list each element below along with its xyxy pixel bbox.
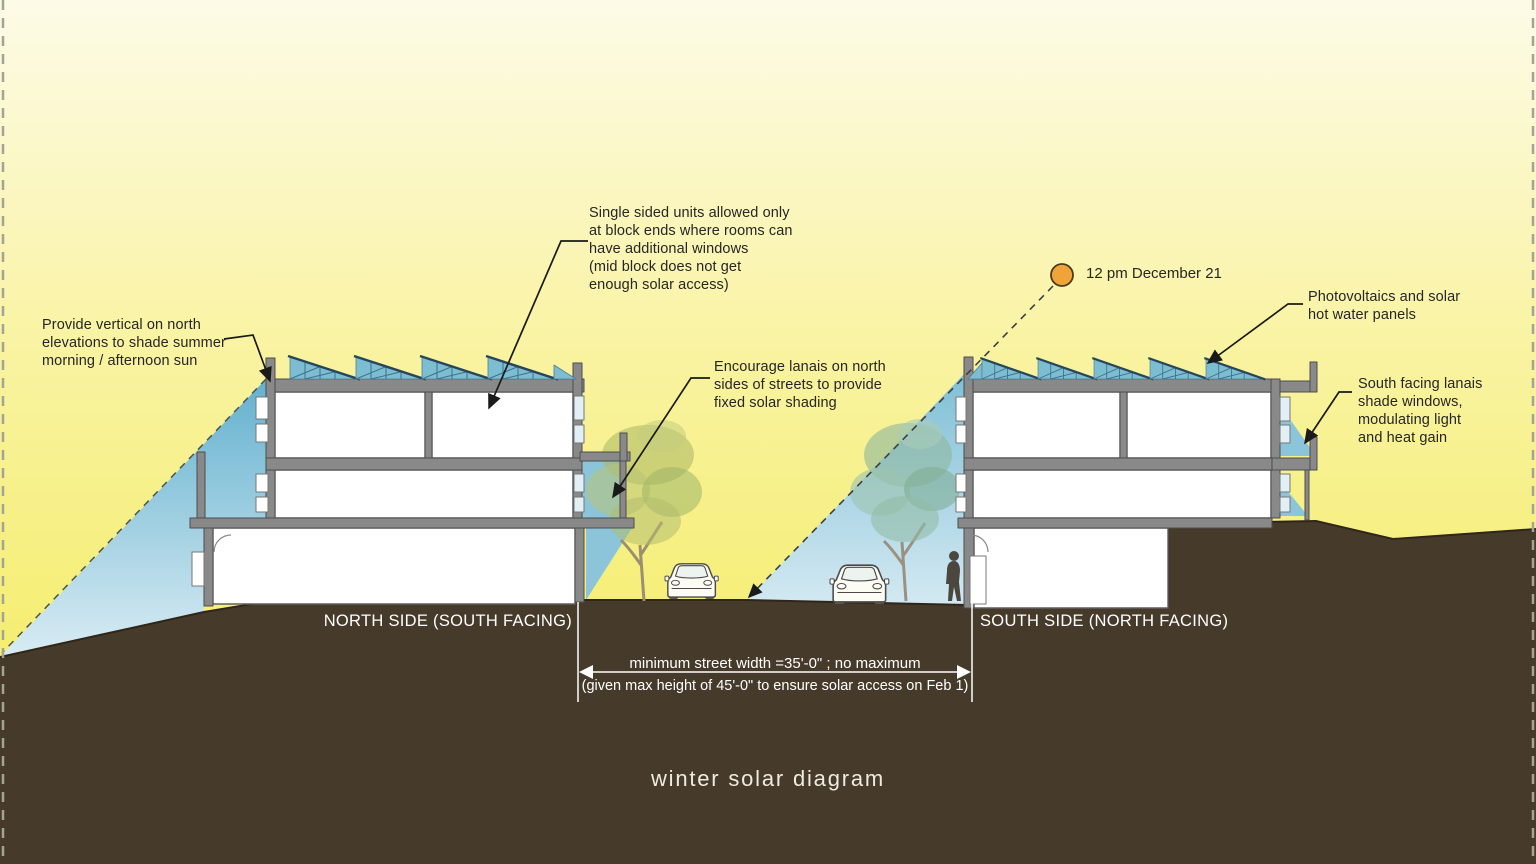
note-single-sided-units: Single sided units allowed only at block… (589, 205, 793, 293)
sun-icon (1050, 263, 1074, 287)
solar-panel-sawtooth-roof (967, 357, 1267, 381)
left-building (189, 354, 635, 607)
leader-arrows (223, 240, 1352, 499)
left-building-windows (191, 395, 585, 587)
street-tree-shaded (850, 419, 960, 602)
note-lanais-north: Encourage lanais on north sides of stree… (714, 359, 886, 411)
note-photovoltaics: Photovoltaics and solar hot water panels (1308, 289, 1461, 323)
dimension-line2: (given max height of 45'-0" to ensure so… (581, 678, 969, 694)
note-lanais-south: South facing lanais shade windows, modul… (1358, 376, 1483, 446)
solar-panel-sawtooth-roof (286, 354, 577, 381)
leader-lanais-north (612, 377, 710, 499)
leader-vertical-shading (223, 334, 272, 383)
right-building (955, 356, 1318, 609)
label-north-side: NORTH SIDE (SOUTH FACING) (323, 612, 572, 630)
sun-time-label: 12 pm December 21 (1086, 265, 1222, 282)
shadow-edge-dashed (1, 378, 267, 654)
leader-lanais-south (1304, 391, 1352, 445)
page-title: winter solar diagram (650, 766, 886, 791)
right-building-windows (955, 396, 1291, 605)
leader-single-sided (488, 240, 588, 410)
note-vertical-shading: Provide vertical on north elevations to … (42, 317, 226, 369)
label-south-side: SOUTH SIDE (NORTH FACING) (980, 612, 1229, 630)
dimension-arrow (577, 602, 973, 702)
dimension-line1: minimum street width =35'-0" ; no maximu… (629, 655, 921, 672)
leader-photovoltaics (1206, 303, 1303, 365)
person-silhouette (946, 551, 961, 601)
